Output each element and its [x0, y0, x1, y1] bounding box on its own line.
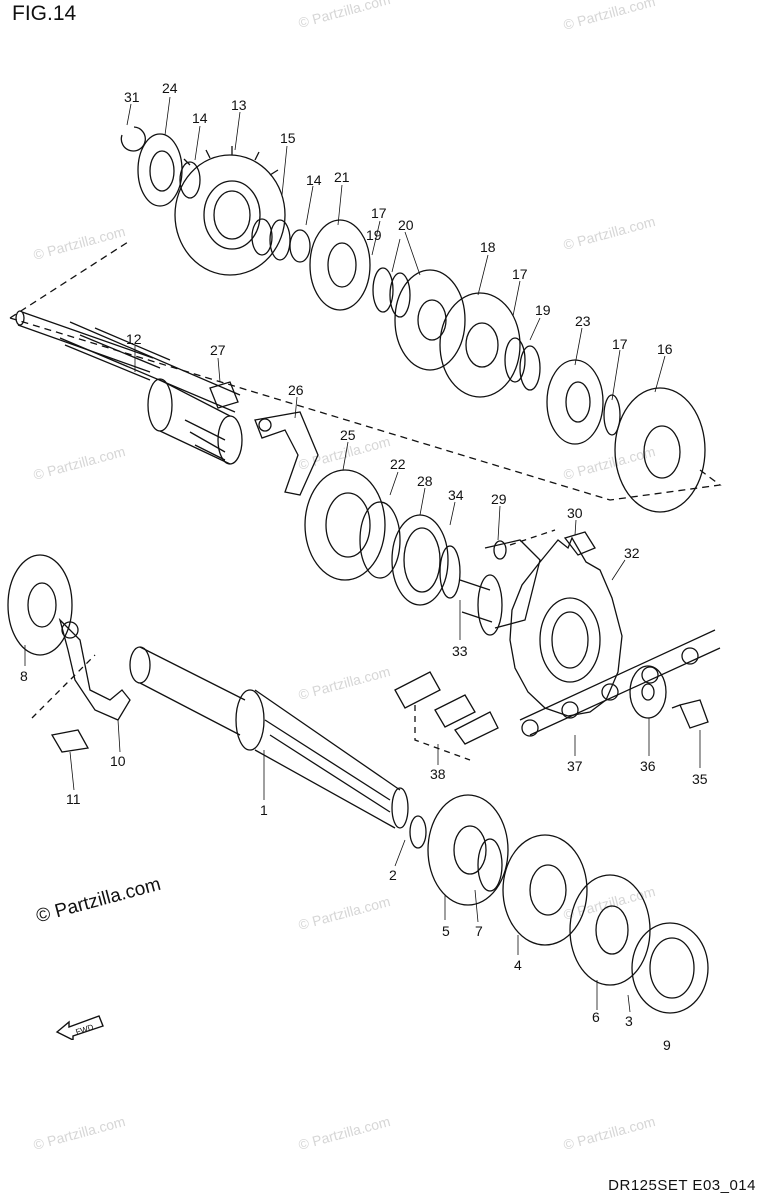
part-label-15: 15	[280, 130, 296, 146]
part-label-38: 38	[430, 766, 446, 782]
part-label-24: 24	[162, 80, 178, 96]
sprocket-outline	[509, 529, 556, 546]
part-label-33: 33	[452, 643, 468, 659]
diagram-code: DR125SET E03_014	[608, 1177, 756, 1194]
part-label-9: 9	[663, 1037, 671, 1053]
part-label-6: 6	[592, 1009, 600, 1025]
forward-arrow-icon: FWD	[55, 1010, 107, 1045]
output-bearing-set	[304, 469, 541, 636]
part-label-8: 8	[20, 668, 28, 684]
part-label-25: 25	[340, 427, 356, 443]
chain-joint-outline	[414, 705, 471, 761]
part-label-30: 30	[567, 505, 583, 521]
part-label-17: 17	[371, 205, 387, 221]
gear-stack	[120, 126, 706, 513]
countershaft	[15, 310, 243, 465]
part-label-3: 3	[625, 1013, 633, 1029]
drive-sprocket	[509, 531, 623, 717]
part-label-4: 4	[514, 957, 522, 973]
countershaft-assembly-outline	[9, 241, 722, 501]
drive-shaft	[129, 646, 409, 829]
part-label-28: 28	[417, 473, 433, 489]
part-label-29: 29	[491, 491, 507, 507]
part-label-31: 31	[124, 89, 140, 105]
figure-title: FIG.14	[12, 2, 77, 25]
part-label-11: 11	[66, 791, 81, 807]
part-label-32: 32	[624, 545, 640, 561]
part-label-2: 2	[389, 867, 397, 883]
drive-chain	[394, 629, 721, 745]
part-label-17: 17	[612, 336, 628, 352]
part-label-35: 35	[692, 771, 708, 787]
part-label-37: 37	[567, 758, 583, 774]
part-label-14: 14	[192, 110, 208, 126]
drive-shaft-outline	[31, 654, 96, 719]
part-label-27: 27	[210, 342, 226, 358]
part-label-23: 23	[575, 313, 591, 329]
part-label-19: 19	[535, 302, 551, 318]
drive-bearing-set	[7, 554, 131, 753]
part-label-7: 7	[475, 923, 483, 939]
part-label-5: 5	[442, 923, 450, 939]
part-label-17: 17	[512, 266, 528, 282]
part-label-21: 21	[334, 169, 350, 185]
part-label-14: 14	[306, 172, 322, 188]
part-label-12: 12	[126, 331, 142, 347]
part-label-13: 13	[231, 97, 247, 113]
part-label-22: 22	[390, 456, 406, 472]
part-label-26: 26	[288, 382, 304, 398]
stopper-plate	[209, 381, 319, 496]
part-label-36: 36	[640, 758, 656, 774]
part-label-1: 1	[260, 802, 268, 818]
part-label-20: 20	[398, 217, 414, 233]
part-label-18: 18	[480, 239, 496, 255]
drive-gear-stack	[409, 794, 709, 1014]
part-label-34: 34	[448, 487, 464, 503]
part-label-16: 16	[657, 341, 673, 357]
part-label-10: 10	[110, 753, 126, 769]
part-label-19: 19	[366, 227, 382, 243]
leader-lines	[24, 96, 701, 1013]
